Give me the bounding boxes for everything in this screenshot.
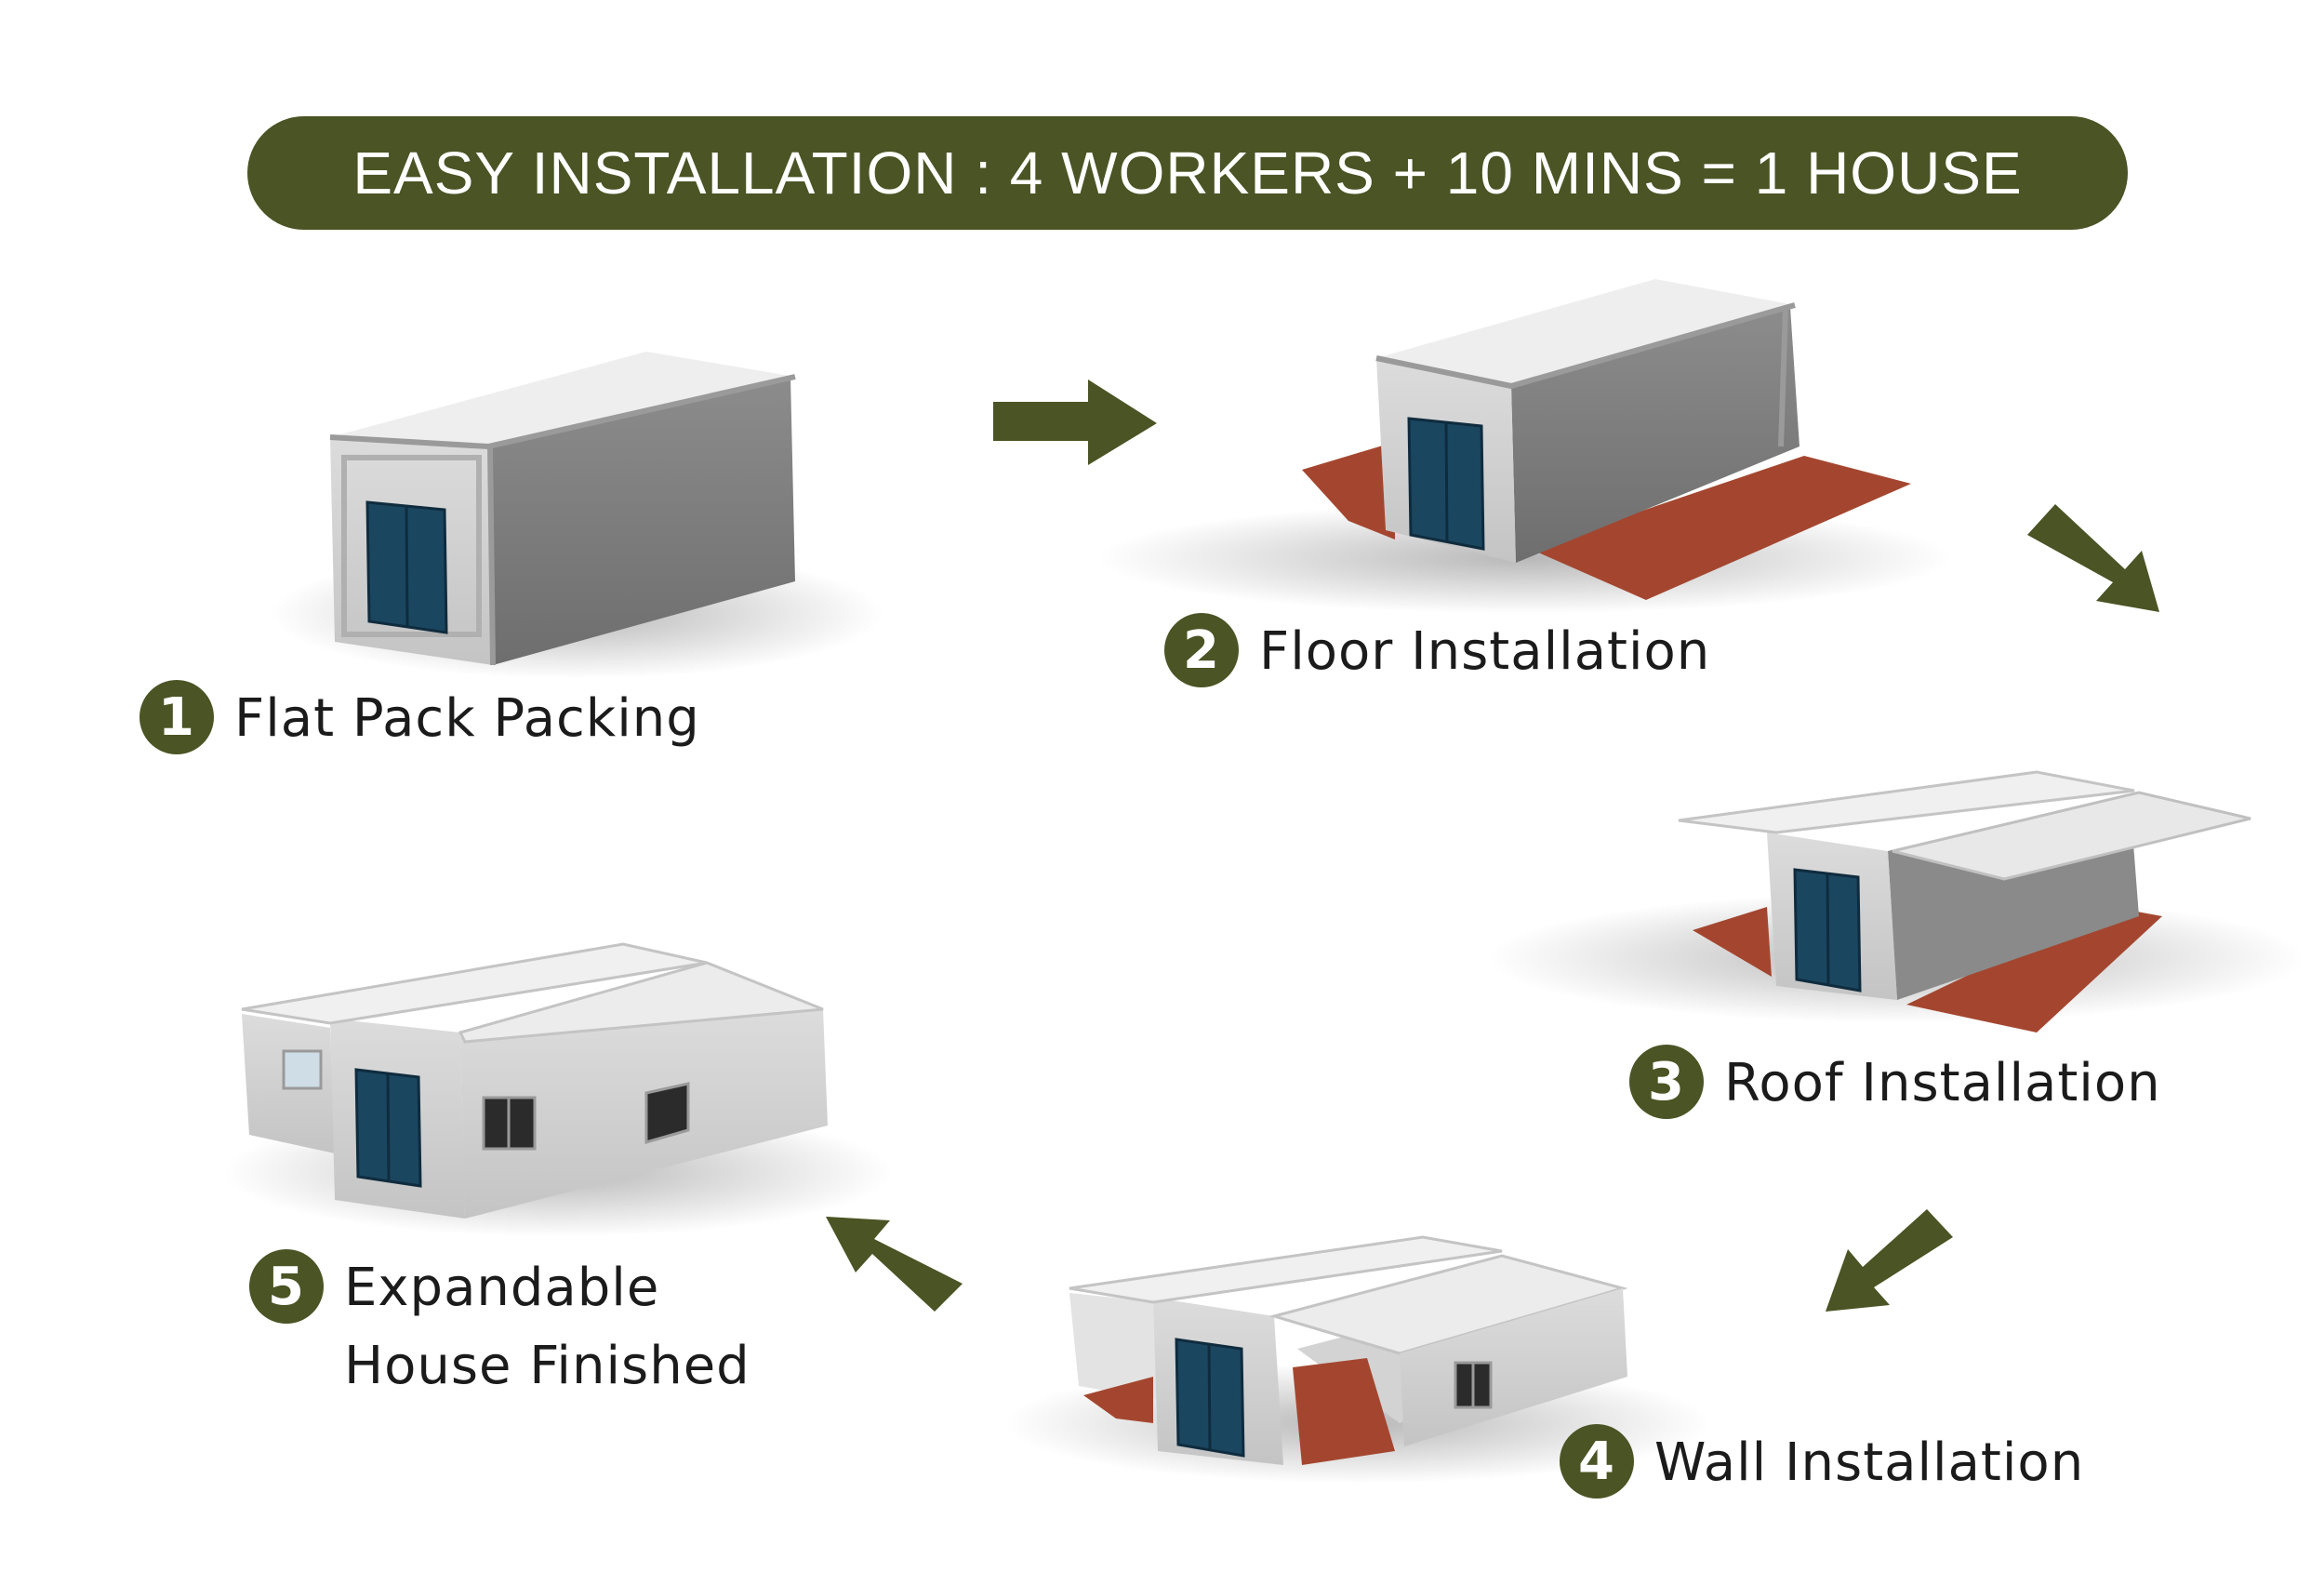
walls-unfolded-container-icon <box>1004 1235 1711 1484</box>
roof-unfolded-container-icon <box>1488 770 2306 1032</box>
step-3-number: 3 <box>1629 1045 1704 1119</box>
step-1-label: 1 Flat Pack Packing <box>139 680 700 758</box>
step-5-text-line-1: Expandable <box>344 1258 660 1318</box>
expanded-house-icon <box>223 942 893 1237</box>
step-2-text: Floor Installation <box>1259 621 1711 682</box>
step-4-label: 4 Wall Installation <box>1560 1424 2084 1502</box>
step-5-label: 5 Expandable House Finished <box>249 1249 750 1405</box>
step-1-text: Flat Pack Packing <box>234 688 700 749</box>
arrow-right-icon <box>993 380 1157 465</box>
step-1-number: 1 <box>139 680 214 754</box>
step-4-number: 4 <box>1560 1424 1634 1499</box>
step-5-number: 5 <box>249 1249 324 1324</box>
step-5-text-line-2: House Finished <box>344 1336 750 1396</box>
step-5-text: Expandable House Finished <box>344 1249 750 1405</box>
banner-title: EASY INSTALLATION : 4 WORKERS + 10 MINS … <box>352 140 2023 206</box>
step-3-text: Roof Installation <box>1724 1053 2161 1113</box>
step-3-label: 3 Roof Installation <box>1629 1045 2161 1123</box>
arrow-down-left-icon <box>1826 1209 1953 1312</box>
step-2-number: 2 <box>1164 613 1239 687</box>
step-2-label: 2 Floor Installation <box>1164 613 1710 691</box>
step-4-text: Wall Installation <box>1654 1432 2085 1493</box>
flat-pack-container-icon <box>270 352 883 679</box>
floor-unfolded-container-icon <box>1097 279 1953 614</box>
arrow-up-left-icon <box>826 1217 963 1312</box>
arrow-down-right-icon <box>2027 504 2159 612</box>
installation-banner: EASY INSTALLATION : 4 WORKERS + 10 MINS … <box>247 116 2128 230</box>
